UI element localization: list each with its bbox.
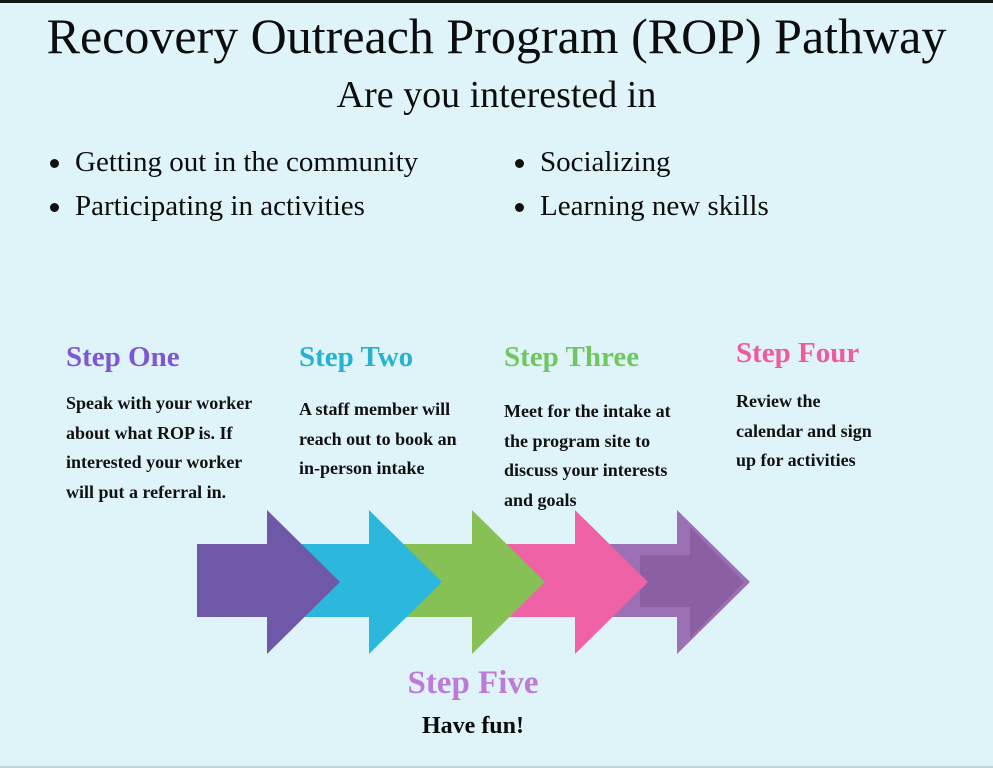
bullet-icon: [515, 202, 524, 212]
step-two-description: A staff member will reach out to book an…: [299, 399, 457, 478]
interest-list-left: Getting out in the community Participati…: [50, 144, 418, 232]
step-three-column: Step Three Meet for the intake at the pr…: [504, 340, 719, 515]
step-two-column: Step Two A staff member will reach out t…: [299, 340, 504, 484]
list-item: Participating in activities: [50, 188, 418, 224]
list-item: Learning new skills: [515, 188, 769, 224]
list-item-label: Participating in activities: [75, 190, 365, 222]
arrow-step-three: [402, 510, 545, 654]
step-four-title: Step Four: [736, 337, 860, 369]
step-five-title: Step Five: [407, 665, 539, 701]
step-three-description: Meet for the intake at the program site …: [504, 401, 671, 510]
arrow-step-one: [197, 510, 340, 654]
list-item: Socializing: [515, 144, 769, 180]
arrow-step-two: [299, 510, 442, 654]
bottom-edge-line: [0, 766, 993, 768]
step-four-column: Step Four Review the calendar and sign u…: [736, 336, 921, 476]
step-one-description: Speak with your worker about what ROP is…: [66, 393, 253, 502]
list-item-label: Socializing: [540, 146, 671, 178]
step-five-description: Have fun!: [421, 713, 524, 739]
arrow-step-five: [607, 510, 750, 654]
bullet-icon: [50, 158, 59, 168]
arrow-shadow-icon: [640, 527, 744, 638]
bullet-icon: [50, 202, 59, 212]
arrow-step-four: [505, 510, 648, 654]
list-item: Getting out in the community: [50, 144, 418, 180]
step-one-column: Step One Speak with your worker about wh…: [66, 340, 306, 507]
page-subtitle: Are you interested in: [336, 74, 657, 116]
step-two-title: Step Two: [299, 341, 414, 373]
bullet-icon: [515, 158, 524, 168]
step-three-title: Step Three: [504, 341, 640, 373]
list-item-label: Learning new skills: [540, 190, 769, 222]
interest-list-right: Socializing Learning new skills: [515, 144, 769, 232]
step-four-description: Review the calendar and sign up for acti…: [736, 391, 872, 470]
step-one-title: Step One: [66, 341, 180, 373]
step-five-block: Step Five Have fun!: [407, 663, 538, 740]
page-title: Recovery Outreach Program (ROP) Pathway: [46, 8, 947, 64]
list-item-label: Getting out in the community: [75, 146, 419, 178]
